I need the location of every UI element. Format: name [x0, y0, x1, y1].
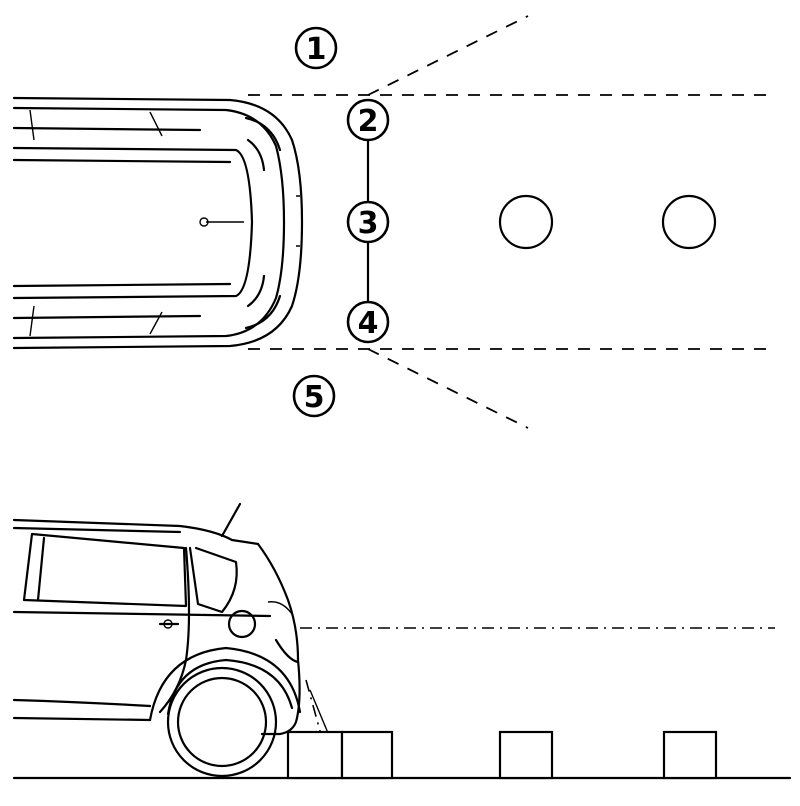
callout-2: 2 — [346, 98, 390, 142]
rear-wheel — [166, 666, 278, 778]
callout-5-label: 5 — [304, 380, 325, 415]
callout-3: 3 — [346, 200, 390, 244]
obstacle-circle-2 — [661, 194, 717, 250]
car-top-view — [12, 96, 304, 350]
sensor-range-lower — [367, 348, 529, 429]
callout-1: 1 — [294, 26, 338, 70]
obstacle-box-1 — [286, 730, 344, 780]
callout-4-label: 4 — [358, 306, 379, 341]
callout-2-label: 2 — [358, 104, 379, 139]
sensor-range-upper — [367, 15, 529, 96]
callout-4: 4 — [346, 300, 390, 344]
antenna — [220, 502, 242, 538]
car-side-view — [12, 502, 347, 778]
obstacle-circle-1 — [498, 194, 554, 250]
callout-5: 5 — [292, 374, 336, 418]
callout-3-label: 3 — [358, 206, 379, 241]
obstacle-box-4 — [662, 730, 718, 780]
callout-1-label: 1 — [306, 32, 327, 67]
obstacle-box-2 — [340, 730, 394, 780]
obstacle-box-3 — [498, 730, 554, 780]
fuel-cap — [227, 609, 257, 639]
